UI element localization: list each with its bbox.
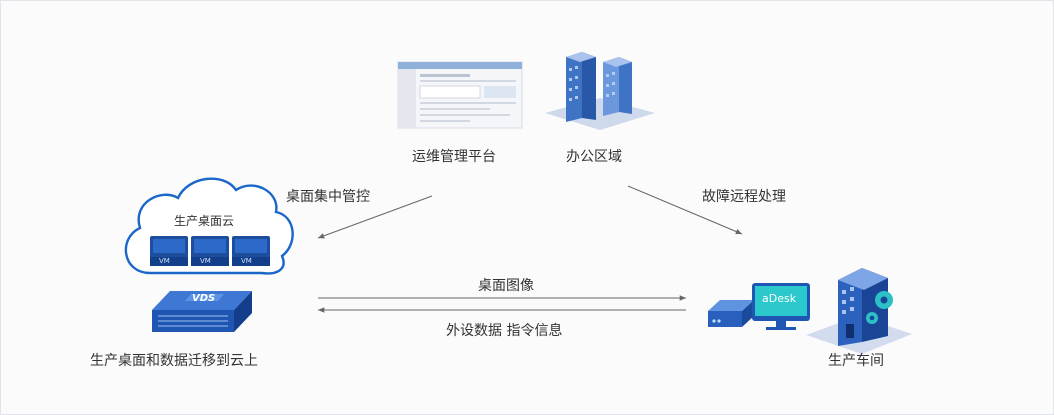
workshop-building-icon: [806, 268, 912, 354]
vm-block: [150, 236, 188, 266]
office-building-icon: [545, 52, 655, 130]
ops-platform-label: 运维管理平台: [412, 149, 496, 165]
workshop-label: 生产车间: [828, 353, 884, 369]
adesk-monitor-icon: [752, 283, 810, 330]
vm-label: VM: [241, 257, 252, 265]
central-control-label: 桌面集中管控: [286, 189, 370, 205]
remote-fix-label: 故障远程处理: [702, 189, 786, 205]
vm-blocks: [150, 236, 270, 266]
vm-block: [191, 236, 229, 266]
vm-block: [232, 236, 270, 266]
cloud-label: 生产桌面云: [174, 214, 235, 228]
vds-badge: VDS: [192, 293, 216, 304]
migration-label: 生产桌面和数据迁移到云上: [90, 353, 258, 369]
adesk-terminal-icon: [708, 300, 754, 327]
office-area-label: 办公区域: [566, 149, 622, 165]
adesk-screen-label: aDesk: [762, 292, 797, 305]
vds-server-icon: [152, 291, 252, 332]
vm-label: VM: [200, 257, 211, 265]
peripheral-data-label: 外设数据 指令信息: [446, 323, 563, 339]
arrow-remote-fix: [627, 185, 743, 235]
vm-label: VM: [159, 257, 170, 265]
arrow-central-control: [317, 195, 433, 239]
ops-platform-screenshot-icon: [397, 61, 523, 129]
desktop-image-label: 桌面图像: [478, 278, 534, 294]
